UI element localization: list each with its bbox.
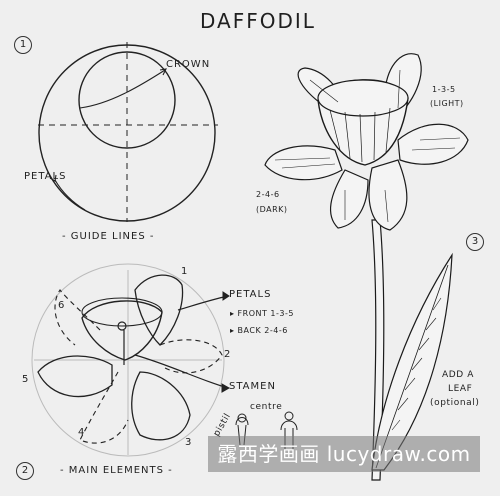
final-petal-lower-left	[330, 169, 369, 229]
light-petal-numbers: 1-3-5	[432, 85, 456, 94]
guide-lines-caption: - GUIDE LINES -	[62, 231, 155, 242]
petals-callout-arrowhead	[222, 291, 230, 301]
dark-label: (DARK)	[256, 205, 288, 214]
stamen-tip	[117, 321, 127, 331]
light-label: (LIGHT)	[430, 99, 464, 108]
leaf-blade	[371, 252, 453, 471]
petal-number-2: 2	[224, 349, 232, 360]
petal-3-front	[131, 371, 191, 441]
petals-arrowhead	[49, 174, 57, 182]
petal-5-front	[37, 355, 113, 398]
step-1-badge: 1	[14, 36, 32, 54]
step-2-badge: 2	[16, 462, 34, 480]
final-petal-right	[397, 123, 469, 165]
leaf-midrib	[375, 264, 449, 469]
stamen-callout-arrowhead	[221, 383, 231, 393]
front-petals-label: ▸ FRONT 1-3-5	[230, 309, 294, 318]
faint-guide-circle	[31, 263, 225, 457]
add-leaf-line-3: (optional)	[430, 398, 480, 408]
crown-label: CROWN	[166, 59, 211, 70]
back-petals-label: ▸ BACK 2-4-6	[230, 326, 288, 335]
petals-pointer-arrow	[54, 179, 86, 211]
pistil-head	[237, 413, 247, 423]
petal-hatching	[274, 69, 461, 223]
guide-lines-diagram	[38, 42, 218, 222]
petal-4-back	[79, 371, 129, 444]
final-crown-rim	[317, 79, 409, 117]
add-leaf-line-2: LEAF	[448, 384, 473, 394]
crown-guide-circle	[78, 51, 176, 149]
final-daffodil-drawing	[264, 53, 469, 481]
flower-stem	[371, 219, 385, 481]
petal-number-1: 1	[181, 266, 189, 277]
watermark-banner: 露西学画画 lucydraw.com	[208, 436, 480, 472]
petal-number-4: 4	[78, 427, 86, 438]
stamen-callout-arrow	[134, 354, 229, 389]
crown-ruffle-lines	[329, 107, 391, 163]
centre-head	[284, 411, 294, 421]
main-elements-caption: - MAIN ELEMENTS -	[60, 465, 173, 476]
final-petal-lower-right	[368, 159, 408, 231]
petal-number-5: 5	[22, 374, 30, 385]
final-petal-left	[264, 145, 343, 181]
crown-cup-outline	[81, 300, 163, 361]
main-elements-diagram	[31, 263, 298, 457]
petal-6-back	[54, 289, 101, 346]
crown-arrowhead	[159, 68, 167, 76]
petal-1-front	[134, 274, 184, 346]
petal-number-6: 6	[58, 300, 66, 311]
petals-callout-arrow	[177, 295, 229, 311]
centre-label: centre	[250, 402, 283, 412]
petal-number-3: 3	[185, 437, 193, 448]
leaf-hatching	[391, 297, 442, 431]
dark-petal-numbers: 2-4-6	[256, 190, 280, 199]
crown-pointer-arrow	[79, 69, 166, 109]
page-title: DAFFODIL	[200, 9, 316, 33]
stamen-label: STAMEN	[229, 381, 276, 392]
petals-element-label: PETALS	[229, 289, 272, 300]
add-leaf-line-1: ADD A	[442, 370, 475, 380]
step-3-badge: 3	[466, 233, 484, 251]
petals-guide-label: PETALS	[24, 171, 67, 182]
crown-rim	[81, 297, 163, 327]
petal-2-back	[159, 339, 223, 374]
